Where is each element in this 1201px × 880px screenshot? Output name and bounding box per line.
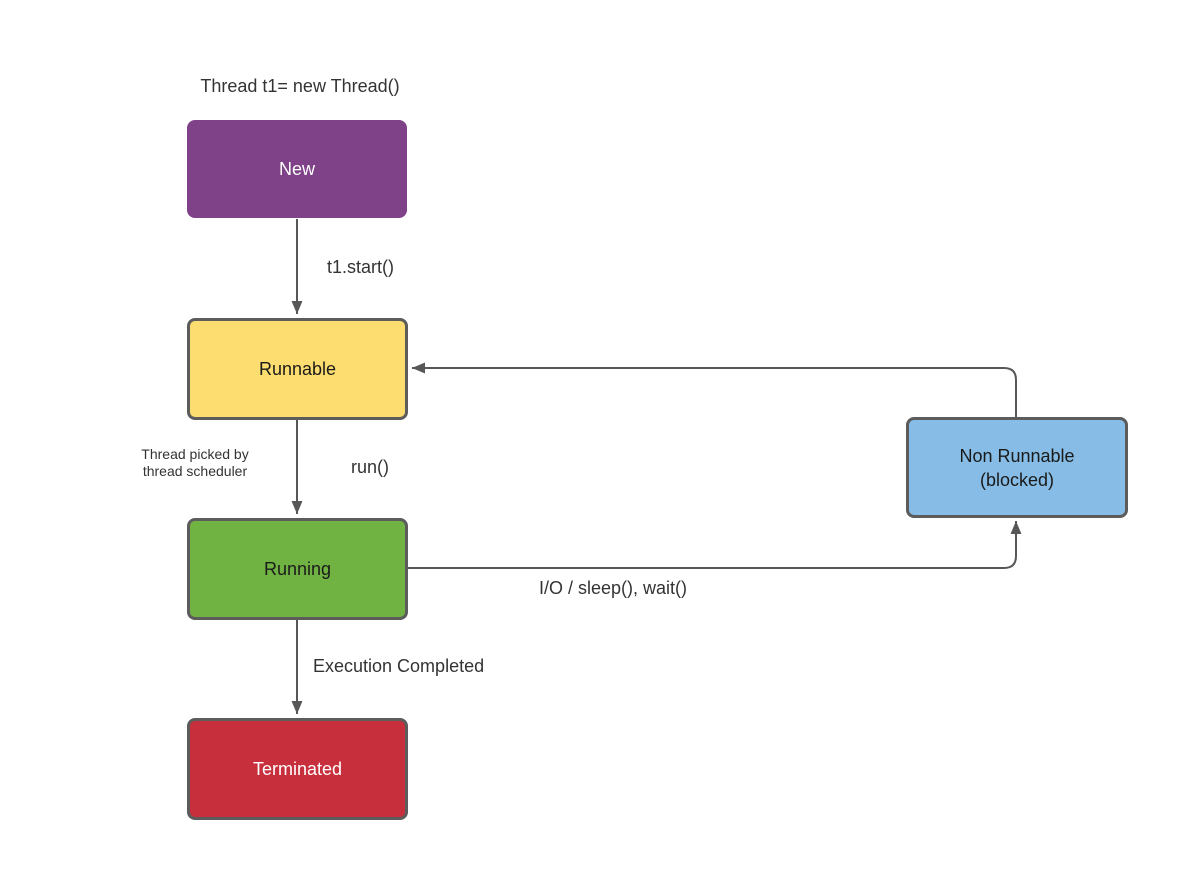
state-node-running-label: Running <box>263 559 332 579</box>
edge-label-t1-start: t1.start() <box>327 257 395 277</box>
edge-note-thread-scheduler: Thread picked by thread scheduler <box>141 446 249 479</box>
edge-label-io-sleep-wait: I/O / sleep(), wait() <box>538 578 688 598</box>
state-node-new: New <box>187 120 407 218</box>
state-node-non-runnable: Non Runnable (blocked) <box>906 417 1128 518</box>
state-node-running: Running <box>187 518 408 620</box>
diagram-title: Thread t1= new Thread() <box>200 76 400 96</box>
edge-label-run: run() <box>351 457 390 477</box>
arrow-nonrunnable-to-runnable <box>412 362 1017 417</box>
arrow-running-to-nonrunnable <box>408 521 1022 569</box>
state-node-non-runnable-label: Non Runnable (blocked) <box>959 445 1075 490</box>
state-node-terminated-label: Terminated <box>252 759 343 779</box>
state-node-runnable-label: Runnable <box>258 359 337 379</box>
state-node-new-label: New <box>278 159 315 179</box>
state-node-terminated: Terminated <box>187 718 408 820</box>
state-node-runnable: Runnable <box>187 318 408 420</box>
edge-label-execution-completed: Execution Completed <box>313 656 485 676</box>
